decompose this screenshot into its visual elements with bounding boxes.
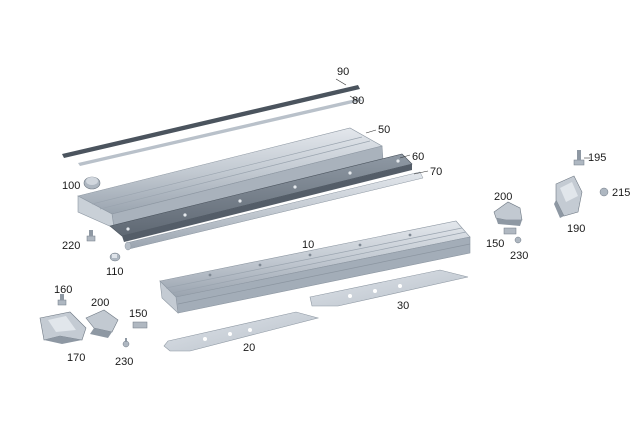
callout-100: 100 [62, 180, 80, 192]
leader-90 [335, 78, 347, 86]
part-150-clip-left [132, 321, 148, 329]
part-60-mounting-rail [109, 153, 413, 242]
part-195-clip [573, 150, 590, 166]
callout-90: 90 [337, 66, 349, 78]
part-110-clip [109, 252, 121, 262]
callout-230-right: 230 [510, 250, 528, 262]
part-160-clip [57, 294, 67, 306]
part-10-main-sill [159, 220, 471, 314]
part-200-bracket-right [493, 201, 523, 226]
callout-195: 195 [588, 152, 606, 164]
part-90-seal-strip [62, 78, 360, 158]
callout-230-left: 230 [115, 356, 133, 368]
callout-10: 10 [302, 239, 314, 251]
callout-70: 70 [430, 166, 442, 178]
callout-190: 190 [567, 223, 585, 235]
part-200-bracket-left [85, 309, 119, 338]
callout-30: 30 [397, 300, 409, 312]
leader-70 [413, 170, 429, 175]
callout-50: 50 [378, 124, 390, 136]
leader-60 [399, 154, 411, 159]
part-100-end-cap [83, 176, 101, 190]
callout-200-left: 200 [91, 297, 109, 309]
part-230-screw-right [514, 236, 522, 244]
part-170-end-piece [39, 311, 87, 344]
callout-150-left: 150 [129, 308, 147, 320]
callout-220: 220 [62, 240, 80, 252]
part-190-end-piece [554, 175, 583, 218]
callout-160: 160 [54, 284, 72, 296]
leader-80 [349, 95, 359, 102]
part-215-clip [599, 187, 609, 197]
callout-80: 80 [352, 95, 364, 107]
callout-215: 215 [612, 187, 630, 199]
callout-200-right: 200 [494, 191, 512, 203]
callout-170: 170 [67, 352, 85, 364]
part-20-cover-plate [163, 311, 320, 352]
part-80-trim-strip [78, 95, 362, 166]
part-150-clip-right [503, 227, 517, 235]
callout-110: 110 [106, 266, 124, 278]
part-220-clip [86, 230, 96, 242]
callout-60: 60 [412, 151, 424, 163]
part-30-cover-plate [309, 269, 469, 307]
part-70-guide-rod [124, 170, 429, 251]
part-230-screw-left [122, 338, 130, 348]
part-50-upper-rail [77, 127, 384, 229]
callout-20: 20 [243, 342, 255, 354]
leader-50 [365, 129, 377, 134]
callout-150-right: 150 [486, 238, 504, 250]
